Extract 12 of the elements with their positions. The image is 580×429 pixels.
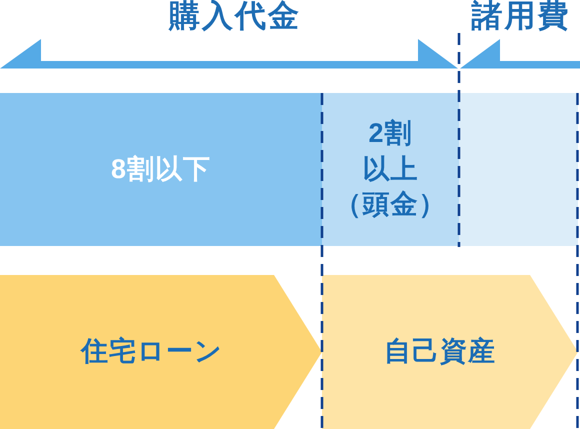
node-label: （頭金） bbox=[334, 188, 446, 222]
dimension-line bbox=[460, 39, 580, 68]
bar-segment bbox=[322, 93, 459, 246]
node-label: 8割以下 bbox=[110, 152, 212, 186]
bar-segment bbox=[459, 93, 578, 246]
node-label: 住宅ローン bbox=[81, 335, 223, 368]
bar-segment bbox=[0, 93, 322, 246]
node-label: 自己資産 bbox=[384, 335, 496, 368]
node-label: 2割以上 bbox=[361, 117, 420, 186]
chevron-shape bbox=[322, 275, 578, 429]
chevron-shape bbox=[0, 275, 322, 429]
dimension-line bbox=[0, 39, 458, 68]
